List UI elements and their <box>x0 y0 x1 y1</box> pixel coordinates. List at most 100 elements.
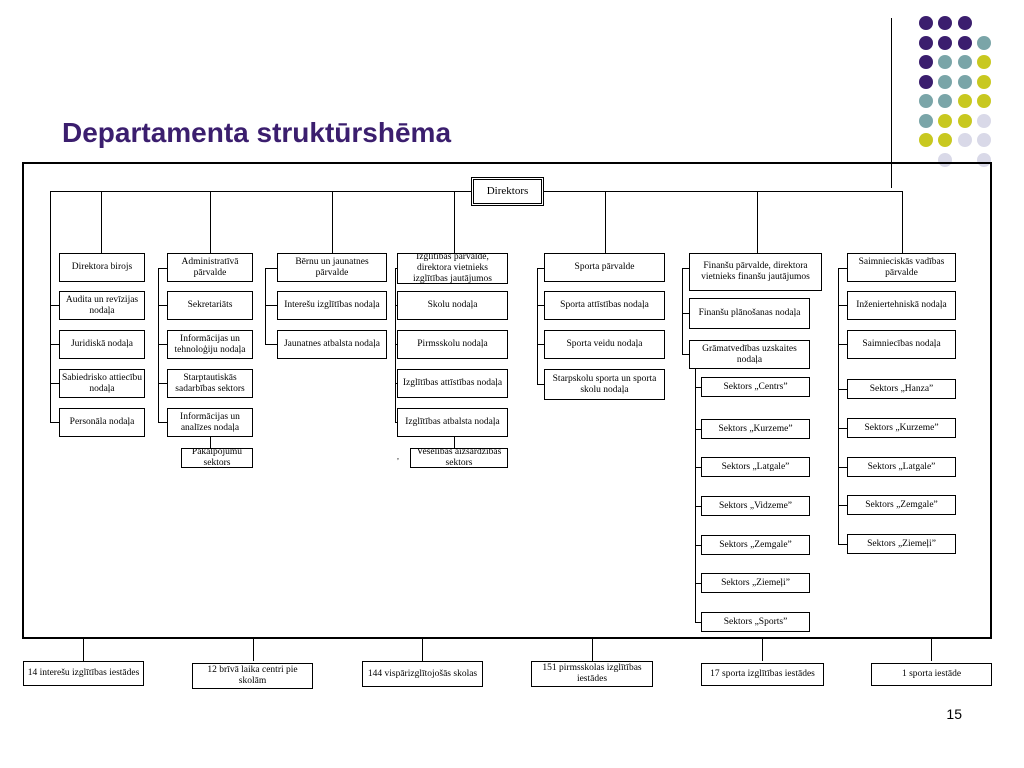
connector-line <box>544 191 902 192</box>
decorative-dot <box>977 35 991 50</box>
decorative-dot <box>938 74 952 89</box>
col6-sector-2: Sektors „Latgale” <box>701 457 810 477</box>
connector-line <box>838 428 847 429</box>
connector-line <box>158 422 167 423</box>
connector-line <box>537 344 544 345</box>
col4-box-0: Skolu nodaļa <box>397 291 508 320</box>
col5-box-0: Sporta attīstības nodaļa <box>544 291 665 320</box>
connector-line <box>838 305 847 306</box>
connector-line <box>695 369 696 622</box>
connector-line <box>50 191 471 192</box>
connector-line <box>332 191 333 253</box>
connector-line <box>158 268 167 269</box>
connector-line <box>265 305 277 306</box>
decorative-dot <box>918 55 933 69</box>
connector-line <box>395 268 396 423</box>
col1-box-0: Direktora birojs <box>59 253 145 282</box>
col4-box-4: Veselības aizsardzības sektors <box>410 448 508 468</box>
col2-box-3: Informācijas un analīzes nodaļa <box>167 408 253 437</box>
decorative-dot <box>977 113 991 128</box>
decorative-dot <box>957 74 972 89</box>
stray-mark: , <box>397 452 399 461</box>
col6-box-0: Finanšu plānošanas nodaļa <box>689 298 810 329</box>
connector-line <box>838 505 847 506</box>
connector-line <box>395 305 397 306</box>
decorative-dot <box>938 55 952 69</box>
decorative-dot <box>918 133 933 147</box>
connector-line <box>537 268 538 385</box>
col7-sector-3: Sektors „Zemgale” <box>847 495 956 515</box>
decorative-dot <box>918 94 933 108</box>
connector-line <box>158 344 167 345</box>
connector-line <box>210 437 211 448</box>
connector-line <box>50 422 59 423</box>
col6-head: Finanšu pārvalde, direktora vietnieks fi… <box>689 253 822 291</box>
col6-box-1: Grāmatvedības uzskaites nodaļa <box>689 340 810 369</box>
col6-sector-0: Sektors „Centrs” <box>701 377 810 397</box>
connector-line <box>395 383 397 384</box>
decorative-dot <box>938 35 952 50</box>
decorative-dot <box>938 16 952 30</box>
connector-line <box>682 313 689 314</box>
connector-line <box>838 467 847 468</box>
connector-line <box>757 191 758 253</box>
connector-line <box>158 305 167 306</box>
bottom-box-1: 12 brīvā laika centri pie skolām <box>192 663 313 689</box>
col1-box-2: Juridiskā nodaļa <box>59 330 145 359</box>
decorative-dot <box>977 55 991 69</box>
col3-head: Bērnu un jaunatnes pārvalde <box>277 253 387 282</box>
decorative-dot <box>957 94 972 108</box>
connector-line <box>695 506 701 507</box>
decorative-dot <box>957 55 972 69</box>
director-box: Direktors <box>471 177 544 206</box>
col2-box-4: Pakalpojumu sektors <box>181 448 253 468</box>
connector-line <box>50 344 59 345</box>
col6-sector-4: Sektors „Zemgale” <box>701 535 810 555</box>
connector-line <box>838 344 847 345</box>
decorative-dot <box>938 133 952 147</box>
connector-line <box>682 354 689 355</box>
connector-line <box>101 191 102 253</box>
decorative-dot <box>957 16 972 30</box>
connector-line <box>253 639 254 661</box>
connector-line <box>838 268 839 544</box>
connector-line <box>682 268 683 354</box>
bottom-box-4: 17 sporta izglītības iestādes <box>701 663 824 686</box>
connector-line <box>454 191 455 253</box>
decorative-dot <box>977 133 991 147</box>
col6-sector-5: Sektors „Ziemeļi” <box>701 573 810 593</box>
col3-box-1: Jaunatnes atbalsta nodaļa <box>277 330 387 359</box>
connector-line <box>695 467 701 468</box>
connector-line <box>50 191 51 423</box>
decorative-dot <box>977 94 991 108</box>
col7-sector-2: Sektors „Latgale” <box>847 457 956 477</box>
bottom-box-2: 144 vispārizglītojošās skolas <box>362 661 483 687</box>
decorative-dot <box>938 94 952 108</box>
connector-line <box>395 268 397 269</box>
col2-head: Administratīvā pārvalde <box>167 253 253 282</box>
bottom-box-3: 151 pirmsskolas izglītības iestādes <box>531 661 653 687</box>
decorative-dot <box>918 35 933 50</box>
slide-title: Departamenta struktūrshēma <box>62 117 452 148</box>
connector-line <box>537 268 544 269</box>
org-chart-frame <box>22 162 992 639</box>
col7-box-0: Inženiertehniskā nodaļa <box>847 291 956 320</box>
decorative-dot <box>977 74 991 89</box>
col1-box-4: Personāla nodaļa <box>59 408 145 437</box>
connector-line <box>695 387 701 388</box>
decorative-dot <box>918 74 933 89</box>
col3-box-0: Interešu izglītības nodaļa <box>277 291 387 320</box>
connector-line <box>454 437 455 448</box>
connector-line <box>931 639 932 661</box>
col5-box-1: Sporta veidu nodaļa <box>544 330 665 359</box>
col4-box-2: Izglītības attīstības nodaļa <box>397 369 508 398</box>
connector-line <box>838 268 847 269</box>
col6-sector-6: Sektors „Sports” <box>701 612 810 632</box>
col5-box-2: Starpskolu sporta un sporta skolu nodaļa <box>544 369 665 400</box>
decorative-dot <box>957 133 972 147</box>
connector-line <box>695 429 701 430</box>
col2-box-1: Informācijas un tehnoloģiju nodaļa <box>167 330 253 359</box>
col2-box-0: Sekretariāts <box>167 291 253 320</box>
connector-line <box>395 344 397 345</box>
